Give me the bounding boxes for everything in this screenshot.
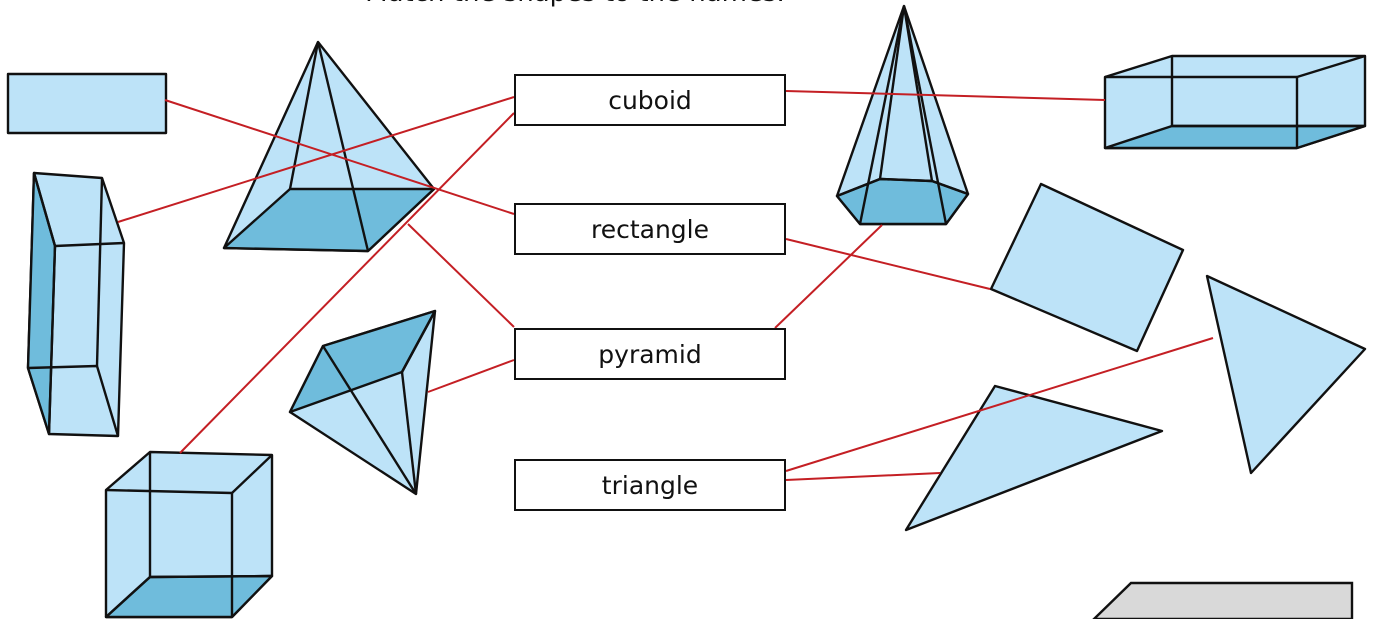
label-triangle-text: triangle (601, 470, 699, 500)
match-line (785, 472, 941, 481)
match-line (785, 337, 1214, 472)
shape-triangular-pyramid[interactable] (288, 309, 437, 496)
shape-cuboid[interactable] (1103, 54, 1367, 150)
label-rectangle[interactable]: rectangle (514, 203, 786, 255)
label-triangle[interactable]: triangle (514, 459, 786, 511)
label-cuboid-text: cuboid (608, 85, 692, 115)
label-pyramid[interactable]: pyramid (514, 328, 786, 380)
shape-pentagonal-pyramid[interactable] (835, 4, 970, 226)
match-line (164, 99, 515, 215)
shape-rectangle-small[interactable] (6, 72, 168, 135)
match-line (785, 90, 1106, 101)
match-line (179, 112, 515, 454)
label-cuboid[interactable]: cuboid (514, 74, 786, 126)
shape-triangle-middle[interactable] (904, 384, 1164, 532)
label-pyramid-text: pyramid (598, 339, 702, 369)
shape-tall-cuboid[interactable] (26, 171, 126, 438)
match-line (785, 238, 991, 290)
shape-triangle-right[interactable] (1205, 274, 1367, 475)
match-line (427, 359, 515, 393)
match-lines (117, 90, 1214, 481)
match-line (774, 224, 883, 329)
shape-square-pyramid[interactable] (222, 40, 436, 253)
match-line (117, 96, 515, 223)
shape-cube[interactable] (104, 450, 274, 619)
corner-panel (1092, 581, 1354, 619)
match-line (407, 223, 515, 328)
label-rectangle-text: rectangle (590, 214, 710, 244)
shape-rectangle-tilted[interactable] (989, 182, 1185, 353)
page-title: Match the shapes to the names. (0, 0, 1150, 8)
